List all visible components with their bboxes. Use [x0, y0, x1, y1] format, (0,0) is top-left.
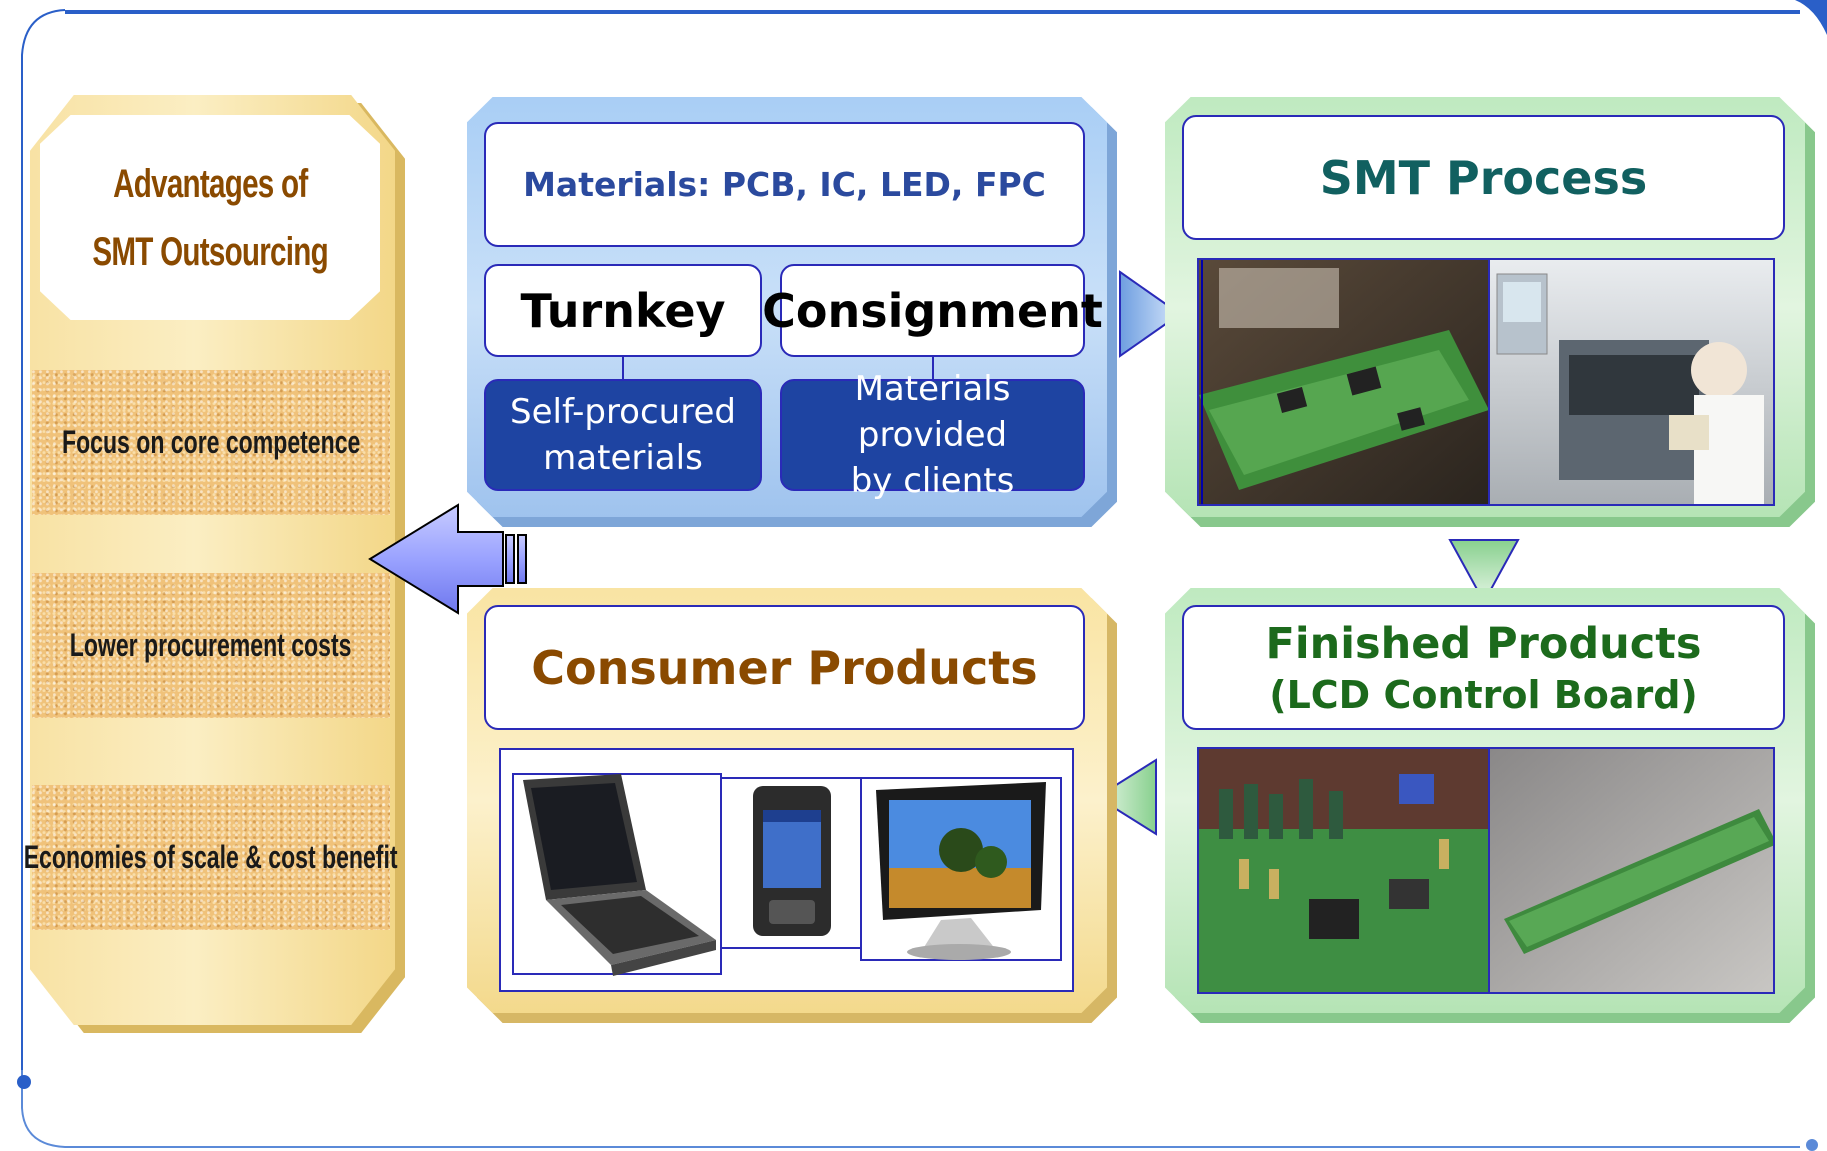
consumer-devices-image	[512, 773, 1062, 976]
advantages-title-line1: Advantages of	[112, 161, 308, 206]
right-triangle-icon	[1119, 270, 1182, 358]
turnkey-label: Turnkey	[520, 283, 726, 338]
consumer-title-box: Consumer Products	[484, 605, 1085, 730]
consignment-box: Consignment	[762, 264, 1103, 357]
turnkey-description: Self-procured materials	[484, 379, 762, 491]
frame-dot	[17, 1075, 31, 1089]
advantage-item-label: Economies of scale & cost benefit	[24, 839, 398, 875]
turnkey-desc-line1: Self-procured	[510, 392, 736, 432]
smt-title-box: SMT Process	[1182, 115, 1785, 240]
down-triangle-icon	[1448, 539, 1520, 604]
turnkey-desc-line2: materials	[543, 438, 703, 478]
advantage-item: Lower procurement costs	[32, 573, 390, 718]
consignment-desc-line2: by clients	[850, 461, 1015, 501]
connector-line	[622, 357, 624, 379]
connector-line	[932, 357, 934, 379]
lcd-board-image	[1199, 749, 1773, 992]
finished-title: Finished Products	[1265, 618, 1702, 669]
consignment-label: Consignment	[762, 283, 1103, 338]
finished-subtitle: (LCD Control Board)	[1269, 672, 1698, 717]
turnkey-box: Turnkey	[484, 264, 762, 357]
advantage-item-label: Focus on core competence	[61, 424, 361, 460]
advantage-item: Focus on core competence	[32, 370, 390, 515]
finished-title-box: Finished Products (LCD Control Board)	[1182, 605, 1785, 730]
advantage-item-label: Lower procurement costs	[70, 627, 352, 663]
materials-title: Materials: PCB, IC, LED, FPC	[523, 165, 1046, 204]
materials-title-box: Materials: PCB, IC, LED, FPC	[484, 122, 1085, 247]
advantage-item: Economies of scale & cost benefit	[24, 785, 398, 930]
advantages-title-box: Advantages of SMT Outsourcing	[40, 115, 380, 320]
smt-title: SMT Process	[1319, 150, 1648, 205]
advantages-title-line2: SMT Outsourcing	[92, 229, 328, 274]
left-arrow-icon	[368, 503, 527, 615]
consignment-desc-line1: Materials provided	[854, 369, 1011, 455]
consignment-description: Materials provided by clients	[780, 369, 1085, 501]
consumer-title: Consumer Products	[531, 640, 1038, 695]
smt-photo	[1197, 258, 1775, 506]
smt-machine-image	[1199, 260, 1773, 504]
left-triangle-icon	[1095, 758, 1157, 836]
finished-photo	[1197, 747, 1775, 994]
consumer-images	[499, 748, 1074, 992]
